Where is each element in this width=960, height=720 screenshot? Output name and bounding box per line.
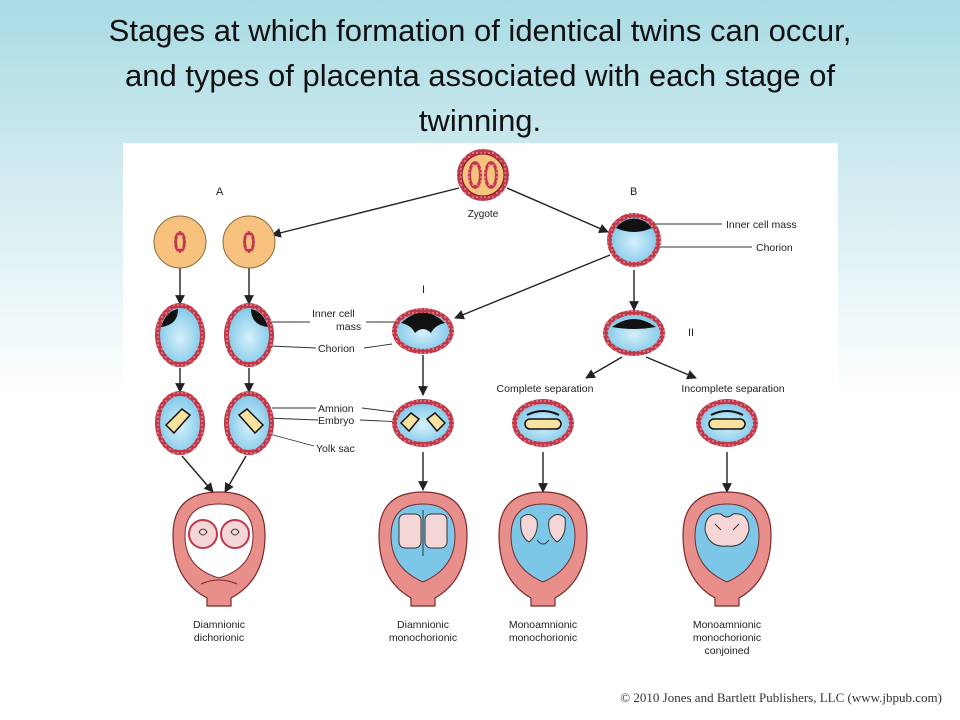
arrow-a2-to-uterus bbox=[224, 455, 247, 493]
outcome-4-line-1: Monoamnionic bbox=[693, 619, 761, 631]
outcome-1-line-2: dichorionic bbox=[194, 632, 244, 644]
leader-chorion-i bbox=[363, 343, 393, 349]
label-chorion-mid: Chorion bbox=[318, 343, 355, 355]
zygote bbox=[457, 149, 509, 201]
outcome-2-line-1: Diamnionic bbox=[397, 619, 449, 631]
marker-i: I bbox=[422, 284, 425, 296]
title-line-1: Stages at which formation of identical t… bbox=[108, 13, 852, 48]
outcome-1-line-1: Diamnionic bbox=[193, 619, 245, 631]
title-line-2: and types of placenta associated with ea… bbox=[124, 58, 836, 93]
label-zygote: Zygote bbox=[468, 209, 499, 220]
marker-ii: II bbox=[688, 327, 694, 339]
label-inner-cell-mass-right: Inner cell mass bbox=[726, 219, 797, 231]
leader-amnion-i bbox=[361, 407, 395, 413]
title-line-3: twinning. bbox=[418, 103, 542, 138]
outcome-4-line-2: monochorionic bbox=[693, 632, 761, 644]
blastocyst-i bbox=[392, 308, 454, 354]
arrows bbox=[175, 187, 732, 493]
embryo-stage-a2 bbox=[224, 391, 274, 455]
leader-embryo-a bbox=[265, 417, 319, 421]
uterus-monoamnionic-monochorionic bbox=[498, 491, 588, 607]
outcome-4-line-3: conjoined bbox=[705, 645, 750, 657]
arrow-b-to-i bbox=[454, 254, 611, 320]
label-incomplete-separation: Incomplete separation bbox=[681, 383, 784, 395]
blastocyst-a2 bbox=[224, 303, 274, 367]
label-inner-cell-mass-word: mass bbox=[336, 321, 361, 333]
arrow-ii-right bbox=[645, 356, 697, 380]
uterus-monoamnionic-monochorionic-conjoined bbox=[682, 491, 772, 607]
embryo-stage-complete bbox=[512, 399, 574, 447]
arrow-ii-left bbox=[585, 356, 623, 379]
slide-title: Stages at which formation of identical t… bbox=[20, 8, 940, 143]
embryo-stage-i bbox=[392, 399, 454, 447]
label-embryo: Embryo bbox=[318, 415, 354, 427]
arrow-zygote-to-a bbox=[271, 187, 460, 238]
marker-b: B bbox=[630, 186, 637, 198]
label-yolk-sac: Yolk sac bbox=[316, 443, 355, 455]
embryo-stage-incomplete bbox=[696, 399, 758, 447]
uterus-diamnionic-dichorionic bbox=[172, 491, 266, 607]
copyright-credit: © 2010 Jones and Bartlett Publishers, LL… bbox=[620, 690, 942, 705]
morula-a2 bbox=[222, 215, 276, 269]
arrow-a1-to-uterus bbox=[181, 455, 214, 493]
arrow-zygote-to-b bbox=[506, 187, 609, 233]
marker-a: A bbox=[216, 186, 224, 198]
blastocyst-a1 bbox=[155, 303, 205, 367]
outcome-2-line-2: monochorionic bbox=[389, 632, 457, 644]
outcome-3-line-2: monochorionic bbox=[509, 632, 577, 644]
uterus-diamnionic-monochorionic bbox=[378, 491, 468, 607]
blastocyst-ii bbox=[603, 310, 665, 356]
label-complete-separation: Complete separation bbox=[497, 383, 594, 395]
label-chorion-right: Chorion bbox=[756, 242, 793, 254]
morula-a1 bbox=[153, 215, 207, 269]
label-inner-cell: Inner cell bbox=[312, 308, 355, 320]
embryo-stage-a1 bbox=[155, 391, 205, 455]
blastocyst-b bbox=[607, 213, 661, 267]
label-amnion: Amnion bbox=[318, 403, 354, 415]
outcome-3-line-1: Monoamnionic bbox=[509, 619, 577, 631]
leader-chorion-a bbox=[269, 345, 317, 349]
